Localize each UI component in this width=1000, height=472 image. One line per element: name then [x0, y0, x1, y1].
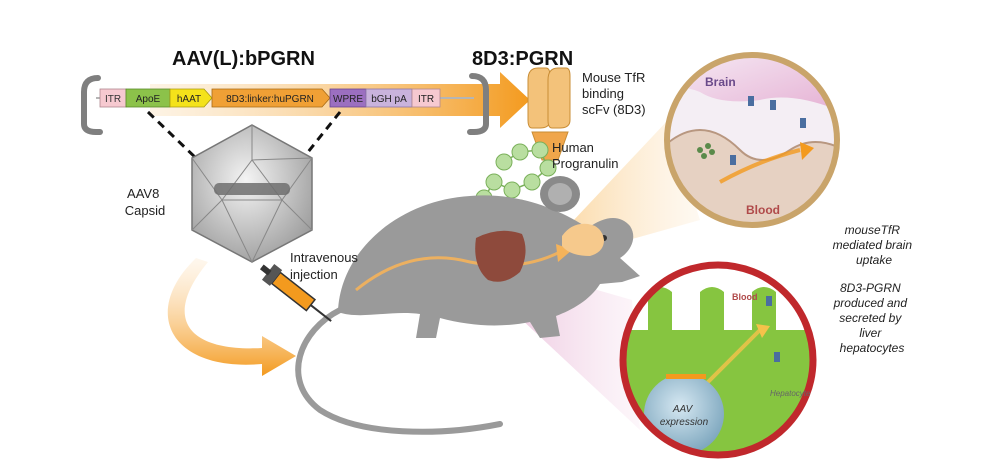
brain-inset-brain-label: Brain: [705, 75, 736, 89]
capsid-label: AAV8 Capsid: [125, 186, 165, 218]
fusion-label: 8D3:linker:huPGRN: [226, 94, 314, 105]
haat-element: [169, 88, 213, 108]
itr-right-label: ITR: [418, 94, 434, 105]
protein-title: 8D3:PGRN: [472, 48, 573, 70]
itr-right-element: [411, 88, 441, 108]
construct-bracket: [81, 73, 489, 135]
apoe-label: ApoE: [136, 94, 161, 105]
mouse-silhouette: [295, 176, 640, 435]
construct-title: AAV(L):bPGRN: [172, 48, 315, 70]
bgh-label: bGH pA: [371, 94, 407, 105]
scfv-protein: [527, 67, 571, 161]
liver-inset-hepatocyte-label: Hepatocyte: [770, 389, 811, 398]
liver-inset-blood-label: Blood: [732, 292, 758, 302]
liver-inset-aav-label: AAV expression: [660, 404, 709, 428]
liver-inset: Blood Hepatocyte AAV expression: [619, 261, 817, 459]
itr-left-label: ITR: [105, 94, 121, 105]
aav-capsid: [191, 124, 313, 264]
progranulin-label: Human Progranulin: [552, 140, 619, 171]
liver-caption: 8D3-PGRN produced and secreted by liver …: [833, 281, 911, 355]
brain-organ: [562, 223, 604, 256]
injection-label: Intravenous injection: [290, 250, 362, 282]
capsid-to-injection-arrow: [167, 258, 296, 376]
fusion-element: [211, 88, 331, 108]
brain-inset-blood-label: Blood: [746, 203, 780, 217]
liver-organ: [475, 230, 526, 282]
scfv-label: Mouse TfR binding scFv (8D3): [582, 70, 649, 117]
construct-map: ITR ApoE hAAT 8D3:linker:huPGRN WPRE bGH…: [99, 88, 441, 108]
haat-label: hAAT: [177, 94, 201, 105]
syringe-icon: [259, 263, 332, 322]
wpre-label: WPRE: [333, 94, 363, 105]
brain-caption: mouseTfR mediated brain uptake: [833, 223, 916, 267]
